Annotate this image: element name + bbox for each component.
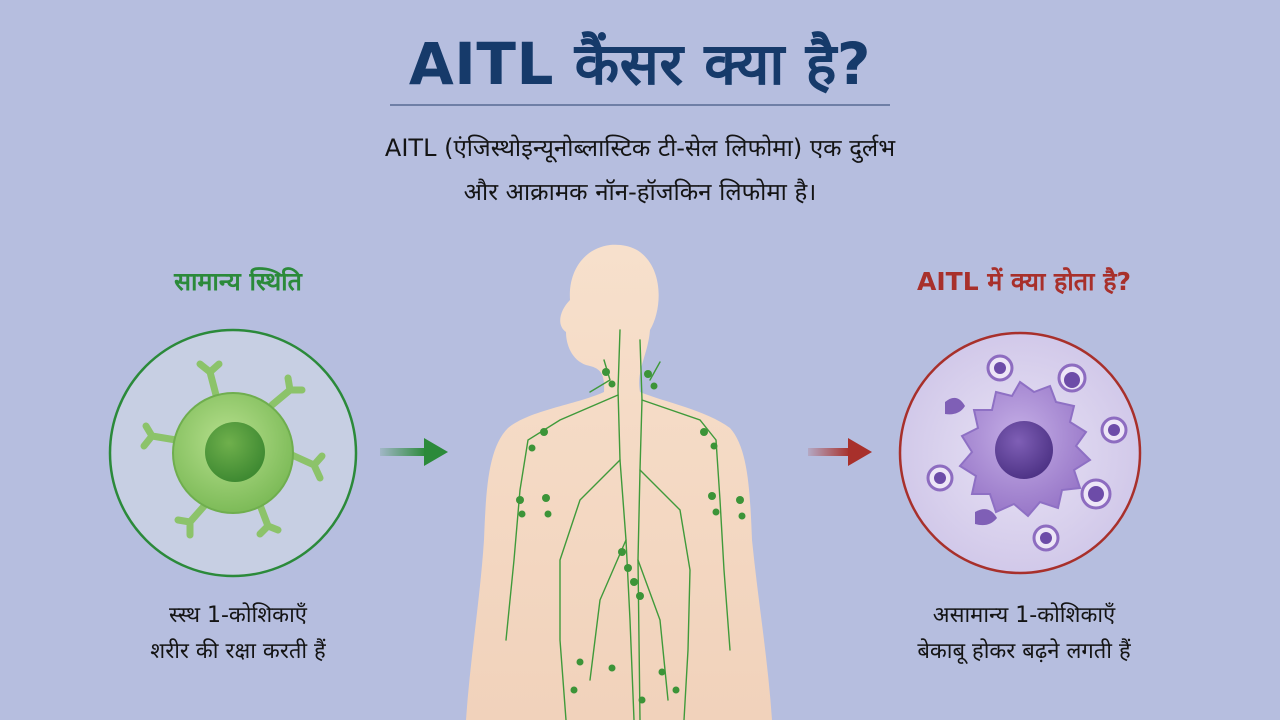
arrow-right-icon [380, 438, 448, 466]
normal-state-caption: स्स्थ 1-कोशिकाएँ शरीर की रक्षा करती हैं [48, 598, 428, 670]
arrow-right-icon-2 [808, 438, 872, 466]
healthy-t-cell-icon [108, 328, 358, 578]
subtitle: AITL (एंजिस्थोइन्यूनोब्लास्टिक टी-सेल लि… [140, 126, 1140, 214]
human-lymphatic-system-icon [466, 244, 772, 720]
subtitle-line-2: और आक्रामक नॉन-हॉजकिन लिफोमा है। [463, 178, 817, 206]
aitl-state-caption: असामान्य 1-कोशिकाएँ बेकाबू होकर बढ़ने लग… [834, 598, 1214, 670]
aitl-caption-line-2: बेकाबू होकर बढ़ने लगती हैं [917, 639, 1131, 664]
title-underline [390, 104, 890, 106]
normal-caption-line-1: स्स्थ 1-कोशिकाएँ [169, 603, 307, 628]
normal-caption-line-2: शरीर की रक्षा करती हैं [150, 639, 326, 664]
aitl-caption-line-1: असामान्य 1-कोशिकाएँ [932, 603, 1116, 628]
subtitle-line-1: AITL (एंजिस्थोइन्यूनोब्लास्टिक टी-सेल लि… [384, 134, 896, 162]
aitl-state-heading: AITL में क्या होता है? [916, 267, 1131, 296]
page-title: AITL कैंसर क्या है? [408, 30, 872, 98]
normal-state-heading: सामान्य स्थिति [174, 267, 302, 296]
abnormal-t-cell-icon [898, 331, 1142, 575]
